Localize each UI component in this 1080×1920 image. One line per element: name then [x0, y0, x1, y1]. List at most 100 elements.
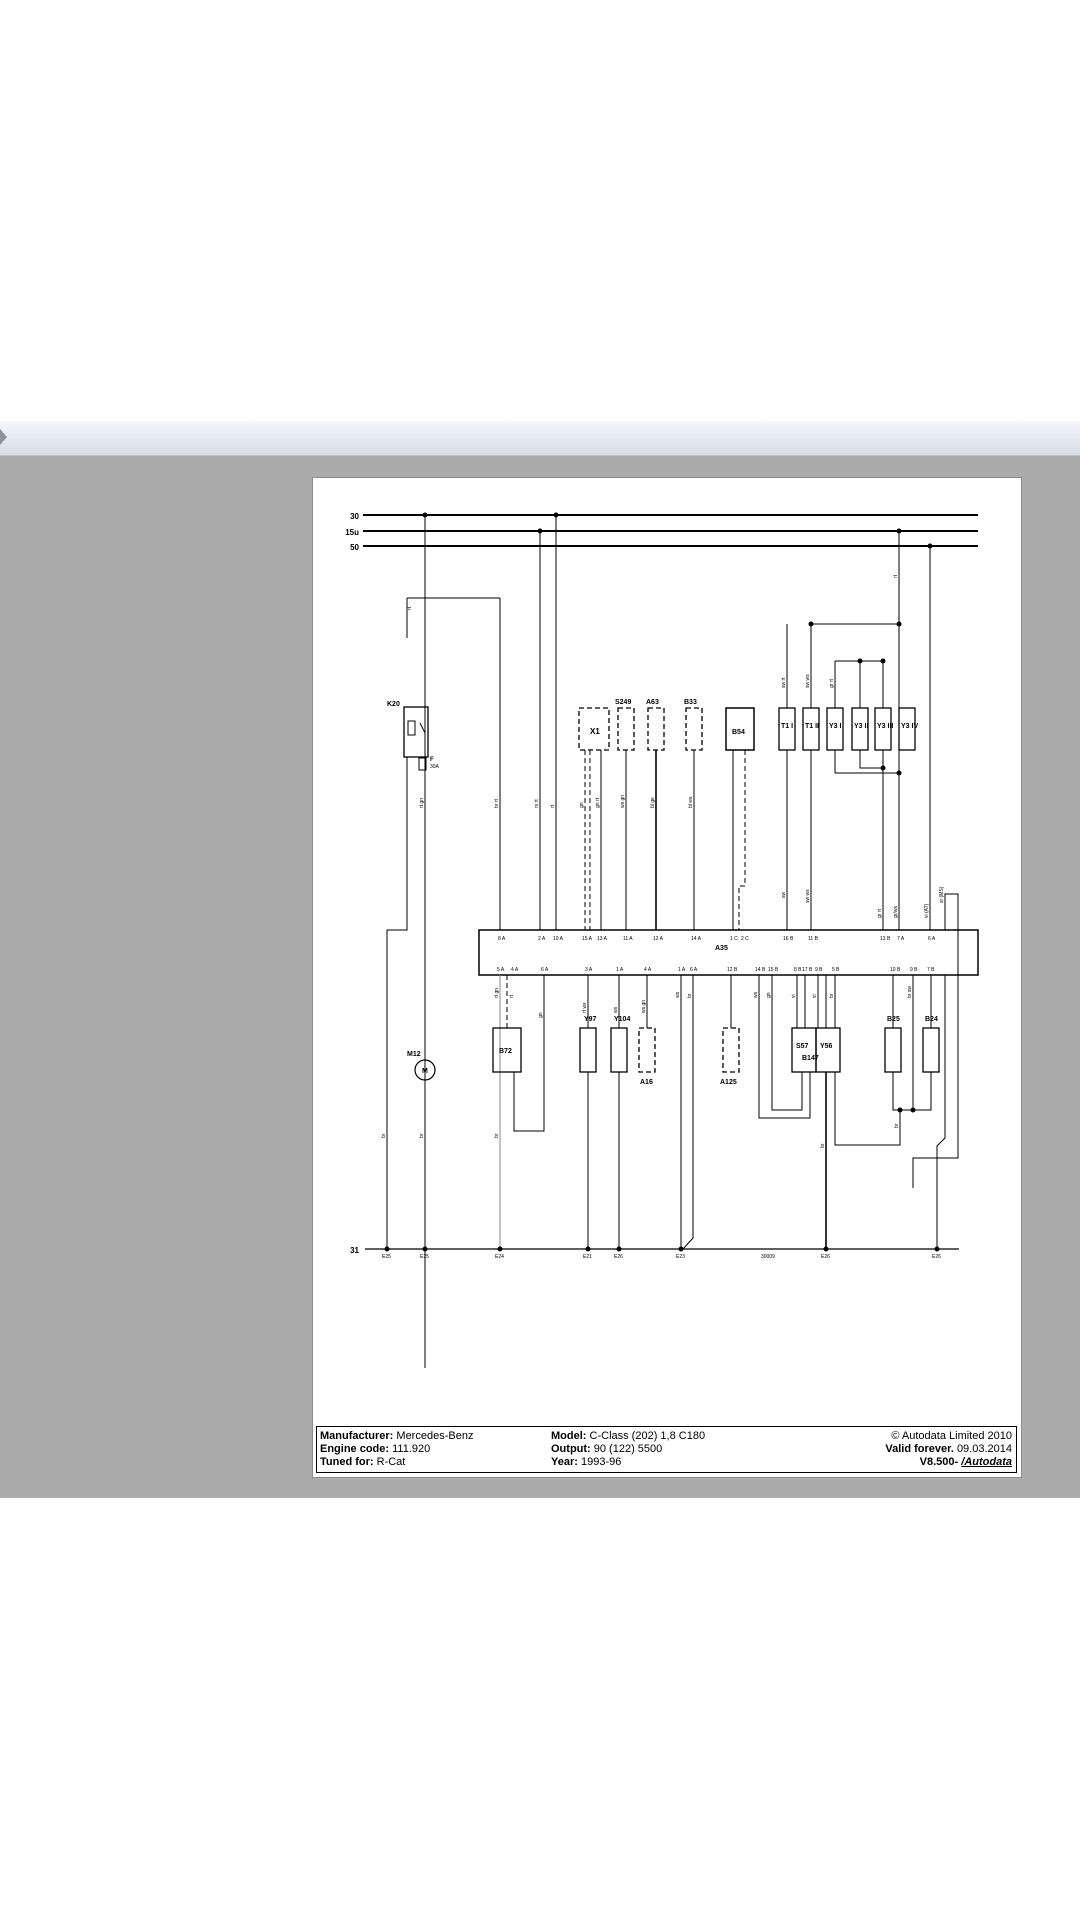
component-s249	[617, 707, 635, 751]
pin-upper-3: 10 A	[553, 936, 564, 942]
manufacturer-value: Mercedes-Benz	[396, 1430, 474, 1442]
component-y3-iv	[898, 707, 916, 751]
ground-point-3: E24	[495, 1254, 504, 1260]
rail-label-50: 50	[350, 543, 359, 552]
wire-code-u16: gr rt	[877, 909, 883, 919]
label-fuse: F	[430, 757, 434, 763]
wire-code-u10: sw rt	[781, 677, 787, 688]
year-label: Year:	[551, 1456, 578, 1468]
pin-lower-2: 4 A	[511, 967, 519, 973]
pin-lower-17: 9 B	[910, 967, 918, 973]
wire-code-u14: sw	[781, 892, 787, 899]
valve-y104	[610, 1027, 628, 1073]
svg-text:M: M	[422, 1068, 428, 1075]
ground-point-1: E25	[382, 1254, 391, 1260]
wire-code-u17: gr/ws	[893, 906, 899, 918]
pin-upper-5: 13 A	[597, 936, 608, 942]
pin-upper-2: 2 A	[538, 936, 546, 942]
label-t1-ii: T1 II	[805, 723, 819, 730]
ground-point-7: 30009	[761, 1254, 775, 1260]
output-label: Output:	[551, 1443, 591, 1455]
label-t1-i: T1 I	[781, 723, 793, 730]
pin-lower-5: 1 A	[616, 967, 624, 973]
ecu-a35	[478, 929, 979, 976]
wire-code-l16: br sw	[907, 986, 913, 998]
collapse-arrow-icon[interactable]	[0, 429, 7, 445]
label-b147: B147	[802, 1055, 819, 1062]
component-b54	[725, 707, 755, 751]
label-b25: B25	[887, 1016, 900, 1023]
ground-point-9: E26	[932, 1254, 941, 1260]
pin-upper-13: 13 B	[880, 936, 891, 942]
autodata-logo: /Autodata	[961, 1456, 1012, 1468]
sensor-b25	[884, 1027, 902, 1073]
wire-code-u1: rt	[407, 606, 413, 610]
footer-col-vehicle: Manufacturer: Mercedes-Benz Engine code:…	[320, 1430, 473, 1469]
pin-lower-1: 5 A	[497, 967, 505, 973]
valid-date: 09.03.2014	[956, 1443, 1012, 1455]
pin-lower-4: 3 A	[585, 967, 593, 973]
wire-code-l9: ws	[675, 991, 681, 998]
wire-code-l4: rt gn	[494, 988, 500, 998]
viewer-toolbar	[0, 421, 1080, 456]
wire-code-l7: ws	[613, 1006, 619, 1013]
pin-lower-15: 5 B	[832, 967, 840, 973]
label-a125: A125	[720, 1079, 737, 1086]
label-y3-iv: Y3 IV	[901, 723, 918, 730]
wire-code-u6: gn rt	[595, 797, 601, 808]
wire-code-u11: sw ws	[805, 674, 811, 688]
year-value: 1993-96	[580, 1456, 622, 1468]
label-b24: B24	[925, 1016, 938, 1023]
ecu-label: A35	[715, 945, 728, 952]
ground-label-31: 31	[350, 1246, 359, 1255]
sensor-b24	[922, 1027, 940, 1073]
output-value: 90 (122) 5500	[593, 1443, 663, 1455]
footer-col-publisher: © Autodata Limited 2010 Valid forever. 0…	[885, 1430, 1012, 1469]
label-b54: B54	[732, 729, 745, 736]
wire-code-l13: vi	[791, 994, 797, 998]
pin-upper-15: 6 A	[928, 936, 936, 942]
pin-upper-11: 16 B	[783, 936, 794, 942]
pin-upper-14: 7 A	[897, 936, 905, 942]
wire-code-u12: rt	[893, 574, 899, 578]
engine-value: 111.920	[392, 1443, 431, 1455]
pin-upper-1: 8 A	[498, 936, 506, 942]
footer-info-box: Manufacturer: Mercedes-Benz Engine code:…	[316, 1426, 1017, 1473]
wire-code-l5: rt	[509, 994, 515, 998]
label-fuse-rating: 30A	[430, 764, 440, 770]
wire-code-u9: bl ws	[688, 796, 694, 808]
component-b33	[685, 707, 703, 751]
component-a63	[647, 707, 665, 751]
copyright: © Autodata Limited 2010	[891, 1430, 1012, 1442]
pin-lower-10: 14 B	[755, 967, 766, 973]
tuned-label: Tuned for:	[320, 1456, 374, 1468]
footer-col-model: Model: C-Class (202) 1,8 C180 Output: 90…	[551, 1430, 705, 1469]
label-a63: A63	[646, 699, 659, 706]
pin-lower-11: 15 B	[768, 967, 779, 973]
model-label: Model:	[551, 1430, 587, 1442]
pin-upper-4: 15 A	[582, 936, 593, 942]
label-a16: A16	[640, 1079, 653, 1086]
wire-code-l15: br	[829, 993, 835, 998]
wire-code-u15: sw ws	[805, 889, 811, 903]
wire-code-l11: ws	[753, 991, 759, 998]
label-b72: B72	[499, 1048, 512, 1055]
pin-lower-13: 17 B	[802, 967, 813, 973]
pin-lower-12: 8 B	[794, 967, 802, 973]
wire-code-u5: gn	[579, 802, 585, 808]
ground-point-2: E25	[420, 1254, 429, 1260]
pin-lower-6: 4 A	[644, 967, 652, 973]
label-y56: Y56	[820, 1043, 833, 1050]
wire-code-l12: gn	[766, 992, 772, 998]
ground-point-4: E21	[583, 1254, 592, 1260]
wiring-diagram: 30 15u 50 31 A35 K20 F 30A M M12 X1	[345, 512, 979, 1368]
module-a125	[722, 1027, 740, 1073]
motor-m12	[414, 1059, 436, 1081]
wire-code-l8: ws gn	[641, 1000, 647, 1013]
ground-point-8: E26	[821, 1254, 830, 1260]
engine-label: Engine code:	[320, 1443, 390, 1455]
wire-code-u2: br rt	[494, 799, 500, 809]
rail-label-30: 30	[350, 512, 359, 521]
relay-k20	[403, 706, 429, 758]
valve-y56	[815, 1027, 841, 1073]
